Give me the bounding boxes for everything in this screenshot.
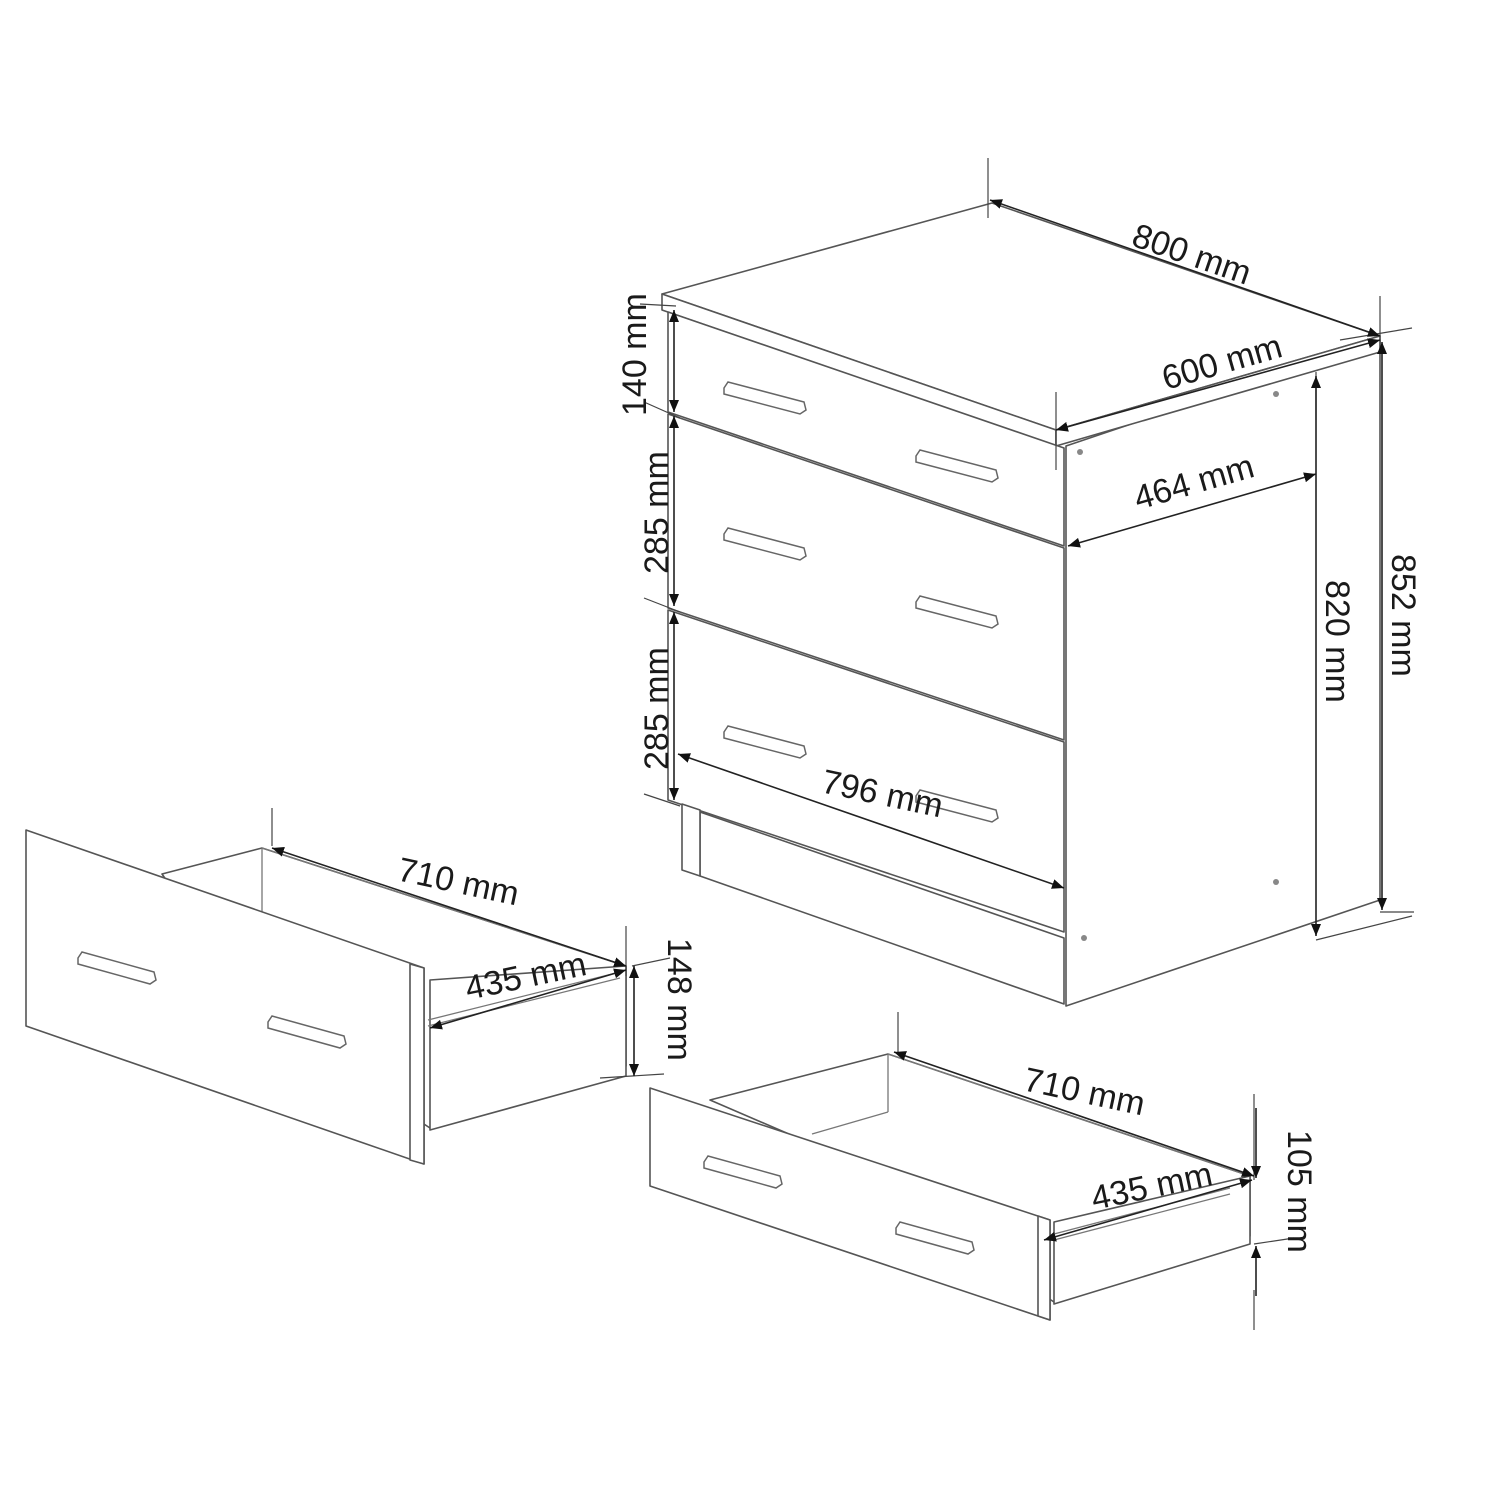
dimension-line-inner-depth <box>1067 472 1317 548</box>
dimension-line-depth <box>1055 338 1381 432</box>
dimension-top-drawer-label: 140 mm <box>616 293 654 416</box>
cabinet <box>661 202 1381 1007</box>
drawer-small-height-label: 105 mm <box>1280 1130 1318 1253</box>
handle-icon <box>267 1015 347 1049</box>
dimension-total-height-label: 852 mm <box>1384 554 1422 677</box>
screw-dot <box>1273 879 1279 885</box>
handle-icon <box>895 1221 975 1255</box>
dimension-line-width <box>989 199 1381 337</box>
screw-dot <box>1081 935 1087 941</box>
dimension-line-drawer-small-length <box>893 1051 1255 1177</box>
dimension-bottom-drawer-label: 285 mm <box>638 647 676 770</box>
cabinet-drawer-top-front <box>667 311 1065 547</box>
cabinet-drawer-middle-front <box>667 413 1065 741</box>
dimension-middle-drawer-label: 285 mm <box>638 451 676 574</box>
handle-icon <box>703 1155 783 1189</box>
handle-icon <box>77 951 157 985</box>
drawer-large-front-edge <box>409 963 425 1165</box>
handle-icon <box>723 527 807 561</box>
screw-dot <box>1273 391 1279 397</box>
dimension-body-height-label: 820 mm <box>1318 580 1356 703</box>
drawer-small-front-edge <box>1037 1215 1051 1321</box>
cabinet-leg <box>681 803 701 877</box>
handle-icon <box>915 449 999 483</box>
screw-dot <box>1077 449 1083 455</box>
handle-icon <box>723 381 807 415</box>
dimension-line-front-width <box>677 753 1065 889</box>
dimension-line-drawer-large-length <box>271 847 627 967</box>
handle-icon <box>915 595 999 629</box>
drawer-large-height-label: 148 mm <box>660 938 698 1061</box>
dimension-line-drawer-small-width <box>1043 1178 1253 1242</box>
dimension-line-drawer-large-width <box>429 968 627 1030</box>
